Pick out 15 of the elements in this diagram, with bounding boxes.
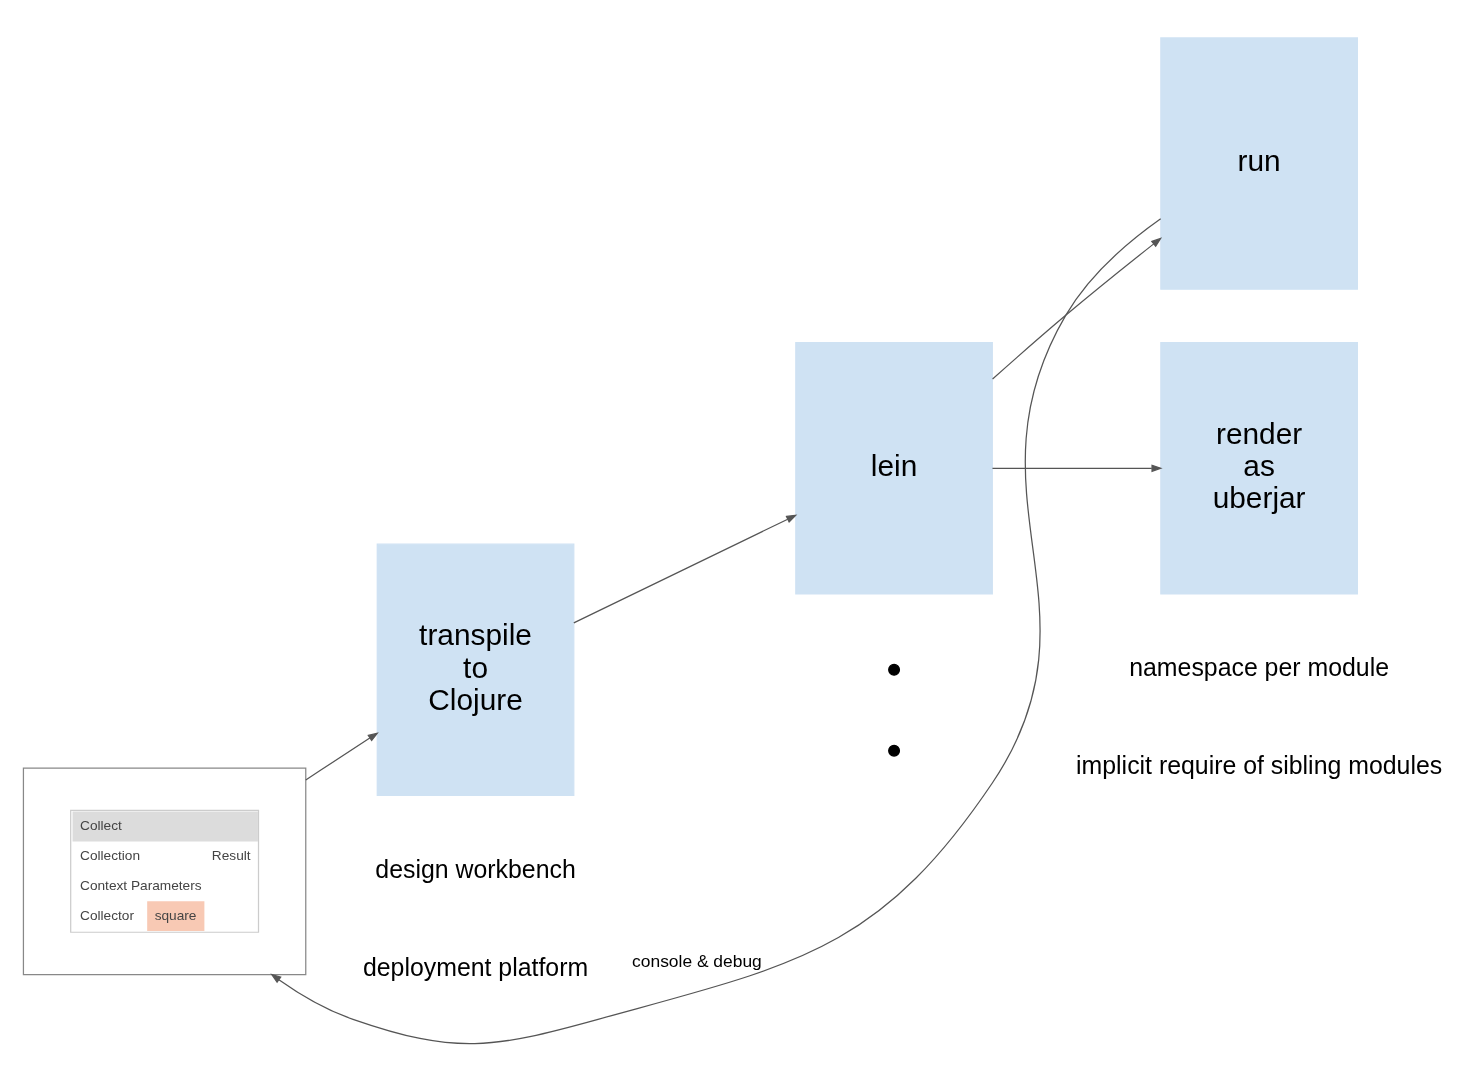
- edge-label: console & debug: [632, 951, 762, 972]
- label: design workbench: [375, 854, 576, 883]
- node-box: run: [1160, 37, 1358, 290]
- node-box: lein: [795, 342, 993, 595]
- arrow: [305, 732, 379, 781]
- label: implicit require of sibling modules: [1076, 751, 1443, 780]
- arrow: [991, 464, 1163, 473]
- label: namespace per module: [1129, 653, 1390, 682]
- cluster: [22, 767, 307, 976]
- arrow: [991, 237, 1163, 380]
- arrow: [573, 514, 798, 624]
- label: deployment platform: [362, 952, 589, 981]
- node-box: transpile to Clojure: [376, 543, 575, 797]
- node-box: render as uberjar: [1160, 342, 1358, 595]
- arrow: [270, 218, 1162, 1045]
